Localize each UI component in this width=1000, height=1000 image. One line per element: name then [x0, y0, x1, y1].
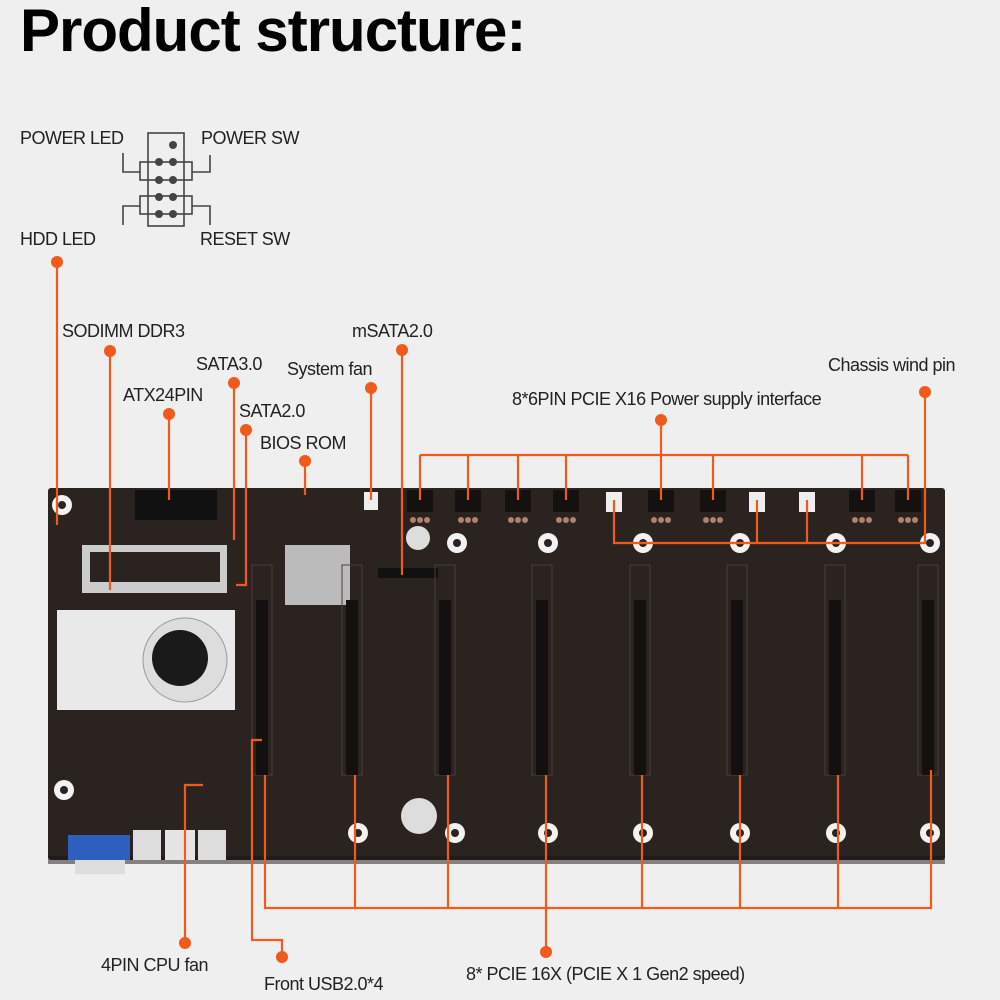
cmos-battery: [401, 798, 437, 834]
page-title: Product structure:: [20, 0, 526, 64]
cpu-fan-label: 4PIN CPU fan: [101, 955, 209, 975]
pcie-slot: [634, 600, 646, 775]
pcie-power-connector: [895, 490, 921, 512]
pcie-slot: [829, 600, 841, 775]
system-fan-label: System fan: [287, 359, 373, 379]
buzzer: [406, 526, 430, 550]
pcie-slots: [251, 564, 939, 776]
callout-lines: [55, 262, 933, 955]
motherboard: [48, 488, 945, 874]
pcie-power-connector: [505, 490, 531, 512]
pcie-power-connector: [407, 490, 433, 512]
atx24-label: ATX24PIN: [123, 385, 203, 405]
sata2-label: SATA2.0: [239, 401, 305, 421]
pcie-power-connector: [648, 490, 674, 512]
chassis-fan-label: Chassis wind pin: [828, 355, 956, 375]
system-fan-connector: [364, 492, 378, 510]
chipset-heatsink: [285, 545, 350, 605]
atx24-connector: [135, 490, 217, 520]
sata3-label: SATA3.0: [196, 354, 262, 374]
pcie-power-connector: [849, 490, 875, 512]
rear-lan: [165, 830, 195, 860]
front-panel-header-icon: [122, 132, 211, 227]
pcie-power-label: 8*6PIN PCIE X16 Power supply interface: [512, 389, 822, 409]
msata-slot: [378, 568, 438, 578]
pcie-power-connector: [455, 490, 481, 512]
hdd-led-label: HDD LED: [20, 229, 96, 249]
pcie-slots-label: 8* PCIE 16X (PCIE X 1 Gen2 speed): [466, 964, 745, 984]
pcie-slot: [346, 600, 358, 775]
rear-usb-1: [133, 830, 161, 860]
pcie-slot: [536, 600, 548, 775]
msata-label: mSATA2.0: [352, 321, 433, 341]
sodimm-label: SODIMM DDR3: [62, 321, 185, 341]
pcie-power-connector: [553, 490, 579, 512]
pcie-slot: [256, 600, 268, 775]
callout-dots: [51, 256, 931, 963]
reset-sw-label: RESET SW: [200, 229, 290, 249]
header-pins: [155, 141, 177, 218]
vga-port: [68, 835, 130, 860]
power-led-label: POWER LED: [20, 128, 124, 148]
power-sw-label: POWER SW: [201, 128, 300, 148]
rear-usb-2: [198, 830, 226, 860]
pcie-slot: [439, 600, 451, 775]
pcie-slot: [731, 600, 743, 775]
front-usb-label: Front USB2.0*4: [264, 974, 384, 994]
pcie-power-connector: [700, 490, 726, 512]
pcie-slot: [922, 600, 934, 775]
bios-label: BIOS ROM: [260, 433, 347, 453]
